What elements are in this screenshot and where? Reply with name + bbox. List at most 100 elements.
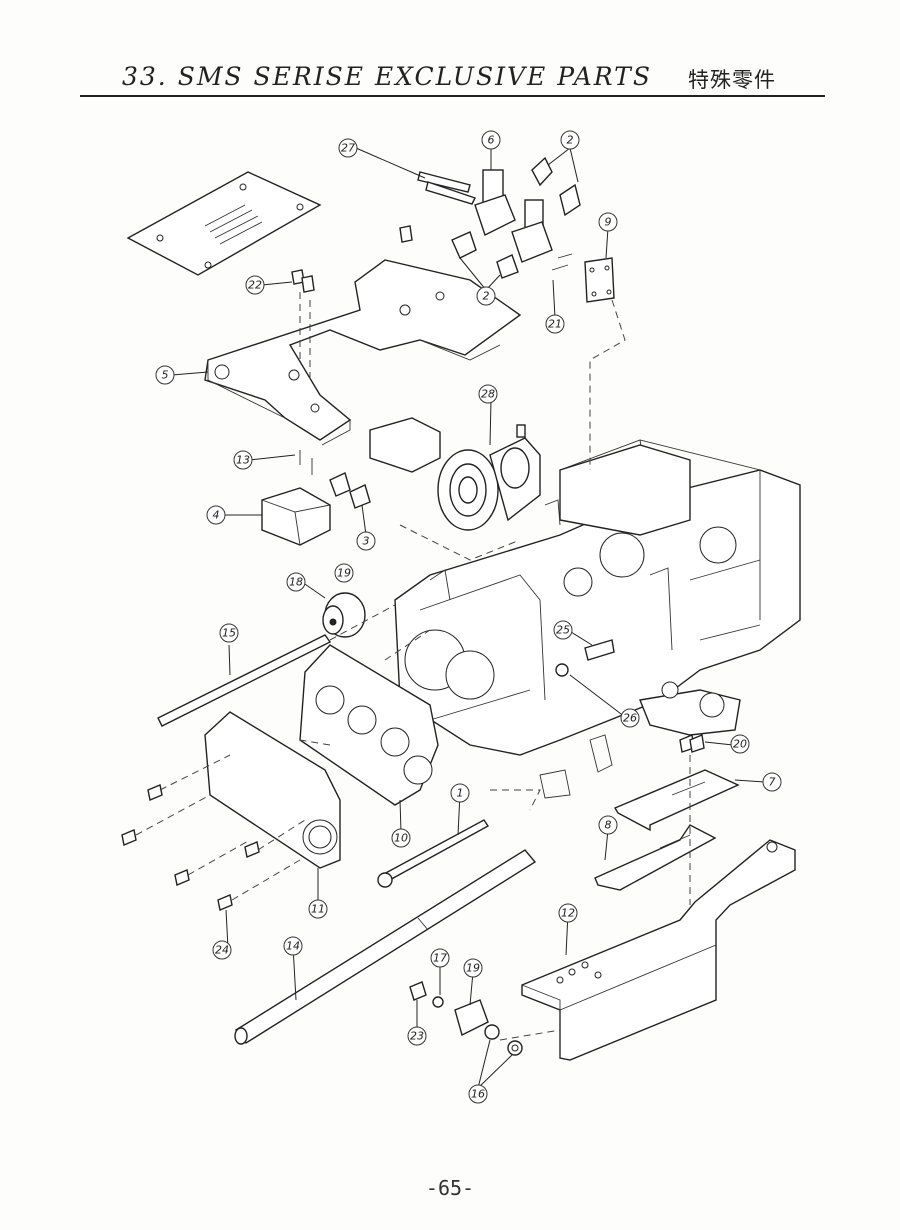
callout-label: 2 — [567, 134, 574, 147]
callout-circle — [286, 572, 306, 592]
machine-frame — [394, 439, 801, 799]
page-title-chinese: 特殊零件 — [688, 68, 776, 92]
callout-4: 4 — [206, 505, 226, 525]
callout-28: 28 — [478, 384, 498, 404]
callout-label: 21 — [548, 318, 562, 331]
bracket-part-12 — [521, 839, 796, 1061]
header-rule — [80, 95, 825, 97]
callout-circle — [206, 505, 226, 525]
callout-circle — [598, 815, 618, 835]
callout-12: 12 — [558, 903, 578, 923]
callout-circle — [598, 212, 618, 232]
callout-label: 19 — [337, 567, 351, 580]
plates-part-7-8 — [594, 769, 740, 891]
callout-label: 1 — [457, 787, 464, 800]
callout-label: 28 — [481, 388, 495, 401]
callout-label: 5 — [162, 369, 169, 382]
callout-26: 26 — [620, 708, 640, 728]
callout-circle — [233, 450, 253, 470]
screws-part-24 — [121, 784, 260, 911]
callout-label: 17 — [433, 952, 447, 965]
callout-14: 14 — [283, 936, 303, 956]
callout-19: 19 — [334, 563, 354, 583]
callout-13: 13 — [233, 450, 253, 470]
small-parts-16-17-19-23 — [409, 981, 523, 1056]
callout-circle — [155, 365, 175, 385]
callout-circle — [356, 531, 376, 551]
callout-circle — [334, 563, 354, 583]
callout-3: 3 — [356, 531, 376, 551]
callout-label: 12 — [561, 907, 575, 920]
callout-label: 19 — [466, 962, 480, 975]
callout-label: 26 — [623, 712, 637, 725]
rod-part-1 — [377, 819, 490, 888]
callout-circle — [762, 772, 782, 792]
callout-17: 17 — [430, 948, 450, 968]
cover-plate-part-9 — [551, 253, 615, 303]
callout-22: 22 — [245, 275, 265, 295]
callout-circle — [463, 958, 483, 978]
callout-label: 16 — [471, 1088, 485, 1101]
callout-circle — [560, 130, 580, 150]
callout-circle — [476, 286, 496, 306]
callout-11: 11 — [308, 899, 328, 919]
callout-label: 23 — [410, 1030, 424, 1043]
callout-circle — [478, 384, 498, 404]
callout-circle — [553, 620, 573, 640]
callout-circle — [430, 948, 450, 968]
gasket-part-10 — [299, 644, 439, 806]
callout-15: 15 — [219, 623, 239, 643]
callout-circle — [468, 1084, 488, 1104]
callout-label: 20 — [733, 738, 747, 751]
callout-circle — [450, 783, 470, 803]
callout-20: 20 — [730, 734, 750, 754]
callout-circle — [219, 623, 239, 643]
callout-9: 9 — [598, 212, 618, 232]
callout-label: 3 — [363, 535, 370, 548]
callout-circle — [245, 275, 265, 295]
callout-label: 14 — [286, 940, 300, 953]
callout-circle — [730, 734, 750, 754]
assembly-lines — [135, 292, 691, 1041]
air-valves-part-6 — [417, 156, 581, 279]
callout-1: 1 — [450, 783, 470, 803]
bracket-part-5 — [204, 259, 522, 446]
rod-part-15 — [157, 634, 332, 727]
callout-circle — [545, 314, 565, 334]
callout-label: 18 — [289, 576, 303, 589]
callout-label: 2 — [483, 290, 490, 303]
callout-21: 21 — [545, 314, 565, 334]
callout-label: 13 — [236, 454, 250, 467]
callout-circle — [338, 138, 358, 158]
callout-circle — [391, 828, 411, 848]
callout-circle — [558, 903, 578, 923]
page-number: -65- — [425, 1176, 475, 1200]
callout-circle — [620, 708, 640, 728]
page-title: 33. SMS SERISE EXCLUSIVE PARTS — [122, 62, 652, 91]
callout-label: 11 — [311, 903, 325, 916]
callout-18: 18 — [286, 572, 306, 592]
callout-10: 10 — [391, 828, 411, 848]
callout-circle — [481, 130, 501, 150]
callout-label: 8 — [605, 819, 612, 832]
callout-label: 24 — [215, 944, 229, 957]
callout-27: 27 — [338, 138, 358, 158]
callout-label: 22 — [248, 279, 262, 292]
callout-label: 15 — [222, 627, 236, 640]
callout-label: 25 — [556, 624, 570, 637]
callout-25: 25 — [553, 620, 573, 640]
callout-label: 10 — [394, 832, 408, 845]
callout-circle — [212, 940, 232, 960]
callout-23: 23 — [407, 1026, 427, 1046]
screws-misc — [291, 225, 705, 753]
callout-6: 6 — [481, 130, 501, 150]
callout-7: 7 — [762, 772, 782, 792]
callout-2: 2 — [476, 286, 496, 306]
callout-label: 27 — [341, 142, 355, 155]
callout-label: 6 — [488, 134, 495, 147]
callout-circle — [283, 936, 303, 956]
callout-8: 8 — [598, 815, 618, 835]
shaft-part-14 — [234, 849, 537, 1045]
